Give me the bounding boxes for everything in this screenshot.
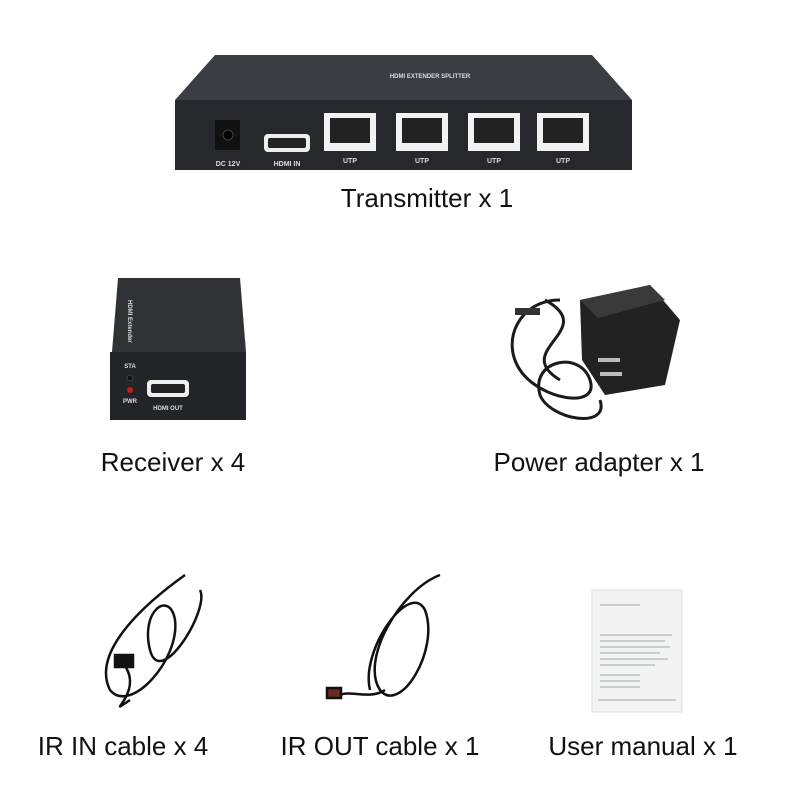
pwr-label: PWR (123, 399, 138, 405)
utp-ports (324, 113, 589, 151)
caption-transmitter: Transmitter x 1 (340, 183, 514, 213)
ir-in-cable (104, 573, 203, 708)
transmitter: HDMI EXTENDER SPLITTER DC 12V HDMI IN UT… (175, 55, 632, 170)
user-manual (591, 589, 683, 713)
utp-label: UTP (415, 158, 429, 165)
pwr-led (127, 387, 133, 393)
ir-out-cable (325, 573, 441, 700)
transmitter-top-label: HDMI EXTENDER SPLITTER (390, 74, 471, 80)
receiver-side-label: HDMI Extender (126, 300, 132, 343)
sta-led (126, 374, 134, 382)
caption-receiver: Receiver x 4 (100, 447, 246, 477)
caption-user-manual: User manual x 1 (548, 731, 738, 761)
caption-ir-in-cable: IR IN cable x 4 (37, 731, 209, 761)
power-adapter (510, 285, 680, 420)
utp-label: UTP (343, 158, 357, 165)
dc-label: DC 12V (216, 161, 241, 168)
hdmi-in-label: HDMI IN (274, 161, 301, 168)
receiver: HDMI Extender STA PWR HDMI OUT (110, 278, 246, 420)
caption-ir-out-cable: IR OUT cable x 1 (280, 731, 480, 761)
utp-label: UTP (556, 158, 570, 165)
utp-label: UTP (487, 158, 501, 165)
caption-power-adapter: Power adapter x 1 (493, 447, 705, 477)
hdmi-out-label: HDMI OUT (153, 406, 183, 412)
sta-label: STA (124, 364, 136, 370)
